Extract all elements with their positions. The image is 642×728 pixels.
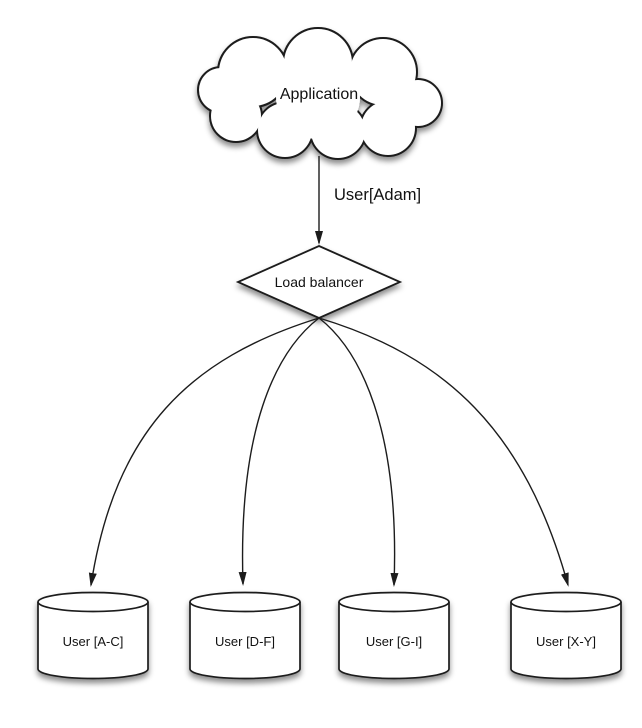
arrow-to-shard-d-f xyxy=(238,317,320,586)
application-label: Application xyxy=(280,86,358,103)
shard-edges xyxy=(88,317,569,587)
shard-g-i-label: User [G-I] xyxy=(366,634,422,649)
load-balancer-label: Load balancer xyxy=(275,274,364,290)
shard-cylinder-a-c xyxy=(37,591,149,680)
request-edge-label: User[Adam] xyxy=(334,186,421,204)
shard-x-y-label: User [X-Y] xyxy=(536,634,596,649)
arrow-to-shard-x-y xyxy=(318,317,569,587)
shard-cylinder-d-f xyxy=(189,591,301,680)
shard-cylinder-x-y xyxy=(510,591,622,680)
arrow-to-shard-a-c xyxy=(88,317,320,587)
shard-cylinder-g-i xyxy=(338,591,450,680)
shard-a-c-label: User [A-C] xyxy=(63,634,124,649)
cloud-fill xyxy=(199,29,441,158)
shard-d-f-label: User [D-F] xyxy=(215,634,275,649)
application-cloud xyxy=(197,27,443,160)
arrow-to-shard-g-i xyxy=(318,317,399,587)
